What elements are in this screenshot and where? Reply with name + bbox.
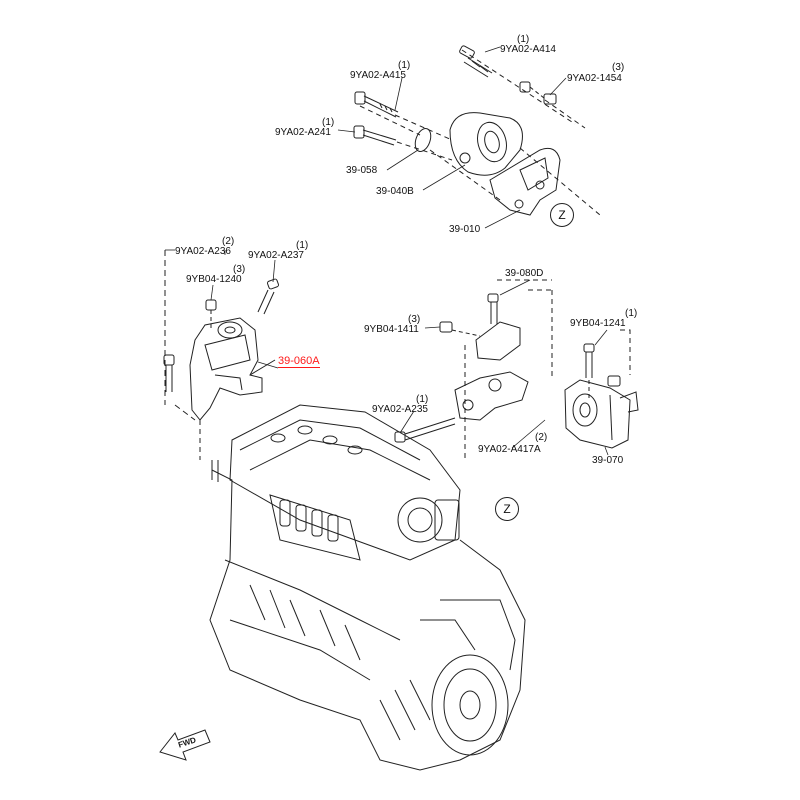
label-39-058: 39-058 [346,165,378,176]
bolt-a236 [163,354,175,392]
mount-39-070 [564,379,639,449]
engine-block [209,404,526,771]
spark-plug-wells [270,425,363,455]
label-9ya02-a235: 9YA02-A235 [372,404,428,415]
bolt-a414 [459,45,493,78]
label-9ya02-a415: 9YA02-A415 [350,70,406,81]
label-9ya02-a414: 9YA02-A414 [500,44,556,55]
fwd-arrow [159,729,211,761]
bolt-39-080d [487,293,499,324]
ref-mark-z-top: Z [550,203,574,227]
bolt-a235 [394,417,456,443]
label-39-040b: 39-040B [376,186,414,197]
ref-mark-z-engine: Z [495,497,519,521]
label-9ya02-1454: 9YA02-1454 [567,73,622,84]
label-9ya02-a236: 9YA02-A236 [175,246,231,257]
bracket-plate [475,321,521,361]
bolt-a415 [354,91,399,118]
mount-39-060a [189,317,263,421]
nut-1411 [439,321,453,333]
left-mount-assembly [163,250,280,460]
nut-1240 [205,299,217,311]
bracket-39-010 [489,147,561,216]
mount-body-39-040b [449,112,523,176]
label-39-060a: 39-060A [278,355,320,368]
right-mount-assembly [564,329,639,449]
qty-a236: (2) [222,236,235,247]
nut-1241 [607,375,621,387]
transmission-housing [420,599,516,756]
label-39-080d: 39-080D [505,268,544,279]
qty-a237: (1) [296,240,309,251]
bolt-a241 [353,125,397,146]
qty-1454: (3) [612,62,625,73]
label-9ya02-a241: 9YA02-A241 [275,127,331,138]
bracket-39-080d-lower [454,371,529,421]
label-39-010: 39-010 [449,224,481,235]
label-9ya02-a237: 9YA02-A237 [248,250,304,261]
intake-manifold [269,494,361,561]
qty-a415: (1) [398,60,411,71]
bolt-a237 [257,278,280,315]
qty-a414: (1) [517,34,530,45]
qty-a241: (1) [322,117,335,128]
qty-1241: (1) [625,308,638,319]
label-9ya02-a417a: 9YA02-A417A [478,444,541,455]
washer-39-058 [414,127,432,153]
label-9yb04-1240: 9YB04-1240 [186,274,242,285]
label-39-070: 39-070 [592,455,624,466]
center-bracket-assembly [394,279,553,460]
bolt-1241 [583,343,595,378]
leader-lines [165,46,609,456]
nut-1454 [519,81,557,105]
label-9yb04-1411: 9YB04-1411 [364,324,419,335]
qty-1411: (3) [408,314,421,325]
qty-1240: (3) [233,264,246,275]
label-9yb04-1241: 9YB04-1241 [570,318,626,329]
throttle-body [397,497,460,543]
studs [211,460,219,482]
qty-a235: (1) [416,394,429,405]
qty-a417a: (2) [535,432,548,443]
